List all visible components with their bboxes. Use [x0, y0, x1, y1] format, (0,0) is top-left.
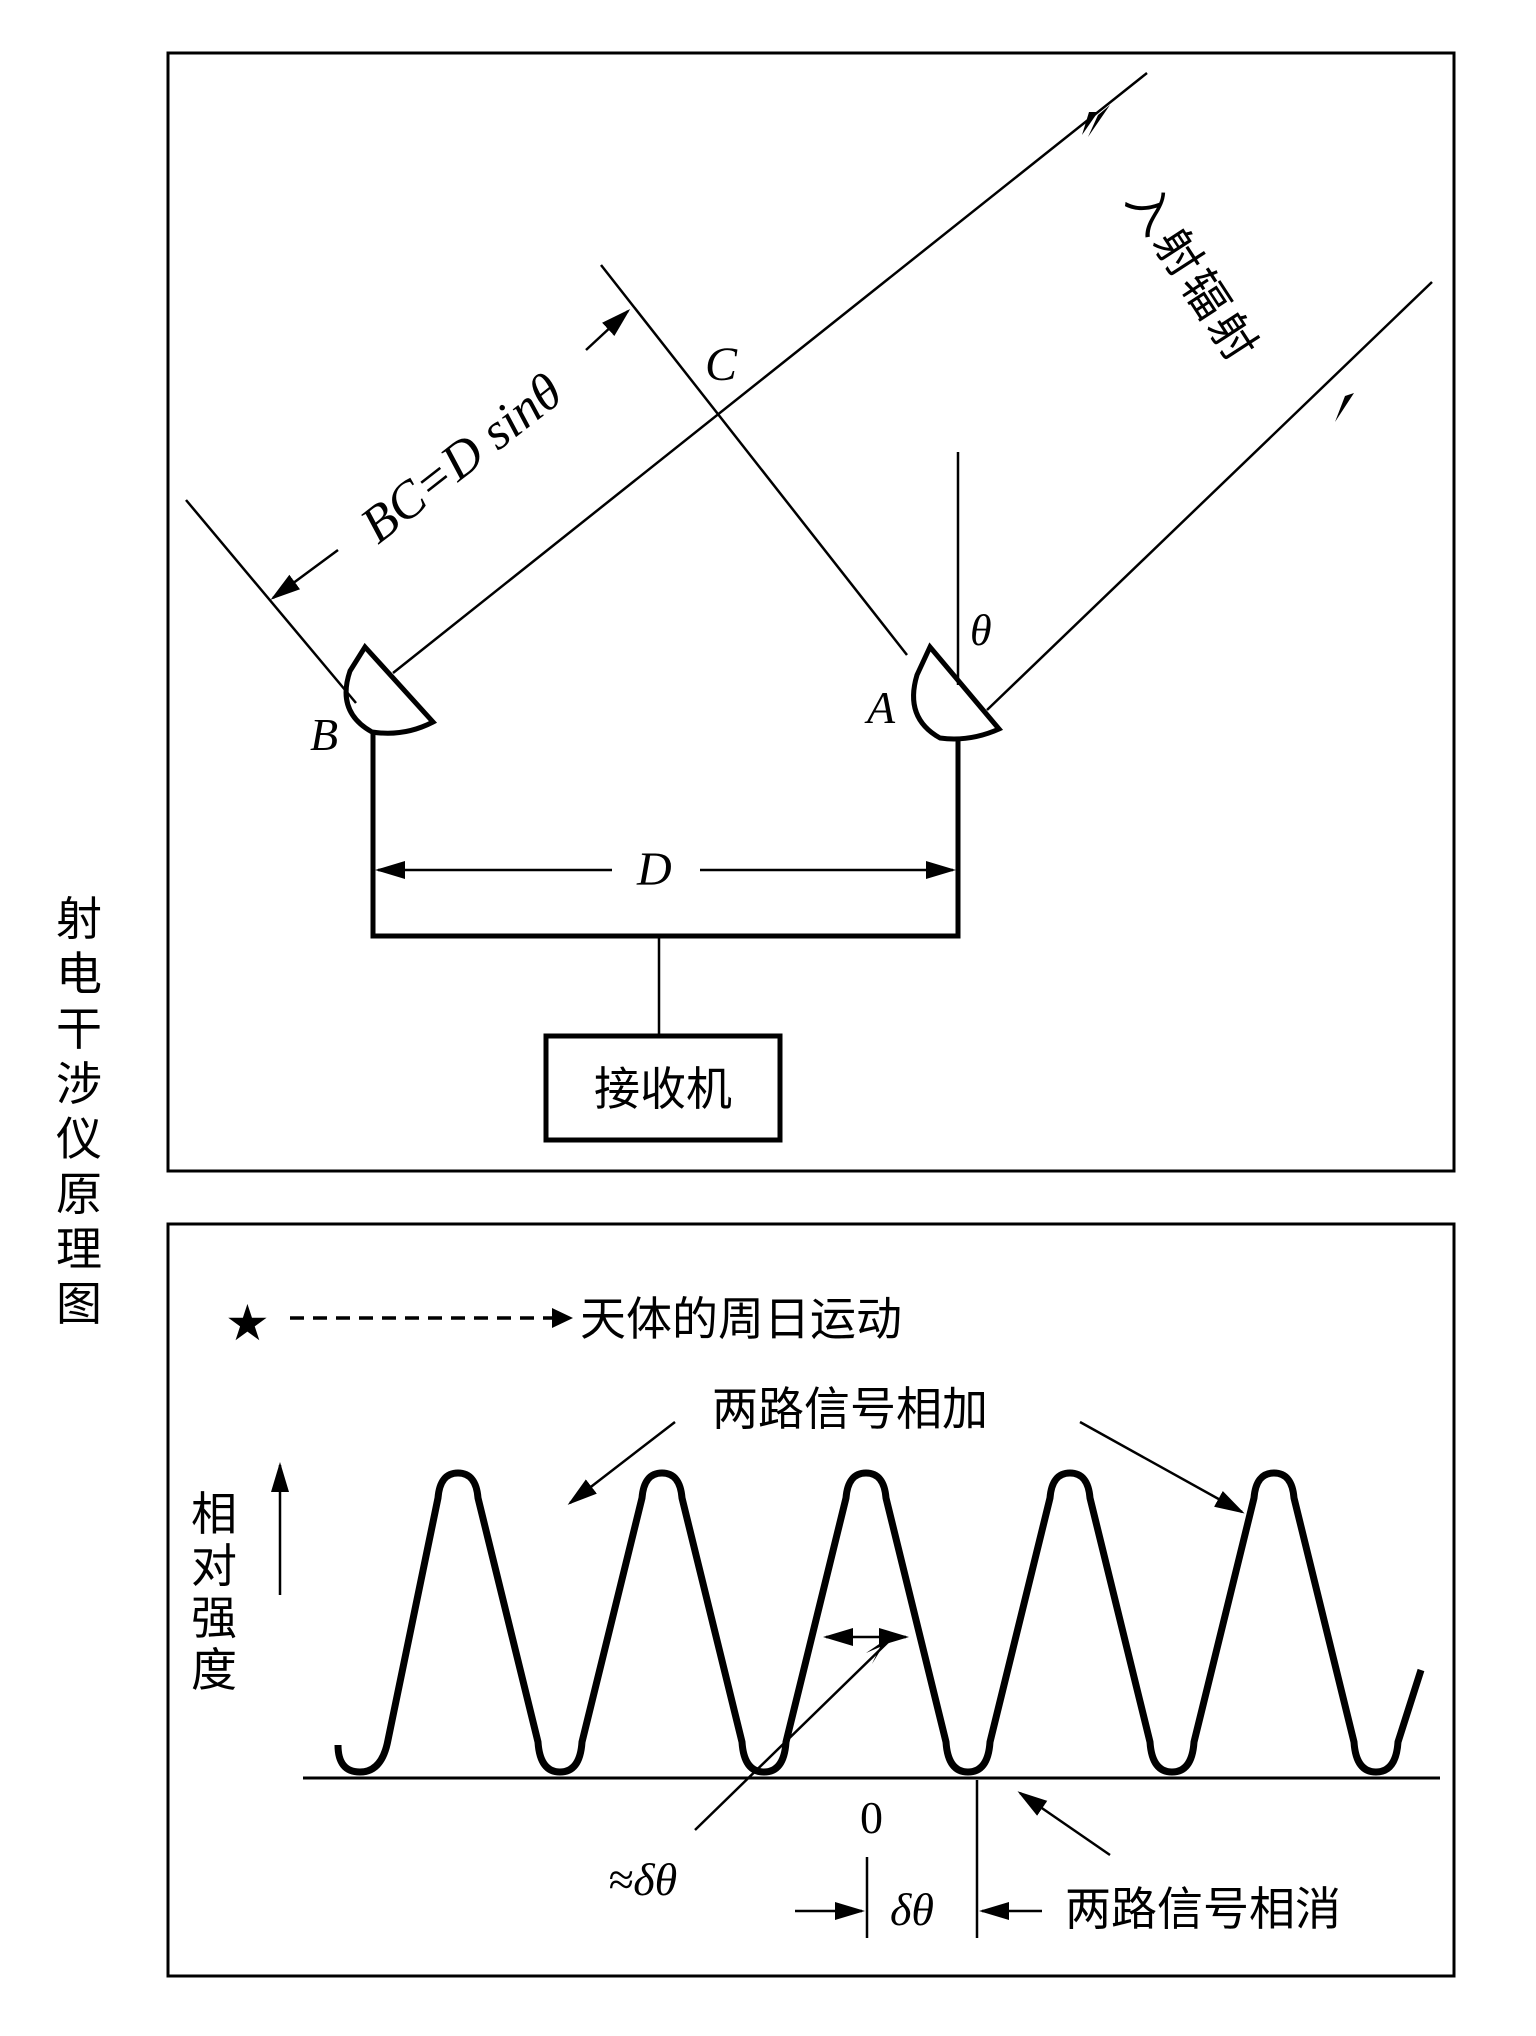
star-icon: ★ [225, 1295, 270, 1351]
bc-arrow-left-icon [270, 548, 339, 600]
signals-cancel-label: 两路信号相消 [1065, 1882, 1341, 1936]
fringe-pattern-curve [334, 1469, 1425, 1776]
figure-title-char: 干 [56, 1002, 102, 1056]
figure-title-char: 仪 [56, 1112, 102, 1166]
fringe-width-approx-label: ≈δθ [608, 1854, 677, 1905]
angle-theta-label: θ [970, 606, 992, 655]
figure-title-char: 图 [56, 1277, 102, 1331]
figure-title-char: 涉 [56, 1057, 102, 1111]
ray-a-arrow-icon [1335, 393, 1354, 422]
top-panel-frame [166, 51, 1456, 1173]
receiver-box [543, 1033, 783, 1143]
origin-zero-label: 0 [860, 1792, 883, 1843]
y-axis-label-char: 对 [191, 1539, 237, 1593]
y-axis-label-char: 相 [191, 1487, 237, 1541]
baseline-d-label: D [636, 843, 672, 896]
incident-ray-b [392, 72, 1148, 674]
fringe-spacing-label: δθ [890, 1884, 934, 1935]
incident-ray-a [986, 281, 1433, 711]
fringe-width-leader-line [694, 1639, 891, 1831]
ray-b-arrow-icon [1088, 105, 1110, 137]
antenna-b-label: B [310, 709, 338, 760]
figure-title-char: 电 [56, 947, 102, 1001]
bc-arrow-right-icon [585, 308, 631, 351]
antenna-b-dish-icon [343, 642, 438, 736]
y-axis-label: 相对强度 [191, 1487, 237, 1697]
figure-title-char: 理 [56, 1222, 102, 1276]
signals-add-arrow-left-icon [567, 1421, 676, 1505]
signals-add-arrow-right-icon [1079, 1420, 1245, 1514]
wavefront-line-b [185, 499, 357, 704]
y-axis-label-char: 强 [191, 1591, 237, 1645]
bottom-panel-frame [166, 1222, 1456, 1978]
point-c-label: C [705, 338, 738, 391]
signals-cancel-arrow-icon [1017, 1791, 1111, 1857]
receiver-label: 接收机 [594, 1062, 732, 1116]
y-axis-label-char: 度 [191, 1643, 237, 1697]
incident-radiation-label: 入射辐射 [1116, 177, 1268, 371]
top-panel: 入射辐射 BC=D sinθ C θ A B D 接收机 [166, 51, 1456, 1173]
diurnal-motion-label: 天体的周日运动 [580, 1292, 902, 1346]
figure-title-text: 射电干涉仪原理图 [56, 892, 102, 1331]
antenna-cable [370, 733, 961, 939]
antenna-a-dish-icon [911, 642, 1004, 742]
signals-add-label: 两路信号相加 [712, 1382, 988, 1436]
wavefront-line-a [600, 264, 908, 656]
figure-title-char: 原 [56, 1167, 102, 1221]
figure-title-char: 射 [56, 892, 102, 946]
diurnal-arrow-icon [552, 1308, 573, 1328]
bottom-panel: ★ 天体的周日运动 两路信号相加 相对强度 0 ≈δθ δθ 两路信号相消 [166, 1222, 1456, 1978]
antenna-a-label: A [864, 682, 896, 733]
path-difference-label: BC=D sinθ [350, 363, 573, 555]
figure-title: 射电干涉仪原理图 [56, 892, 102, 1331]
